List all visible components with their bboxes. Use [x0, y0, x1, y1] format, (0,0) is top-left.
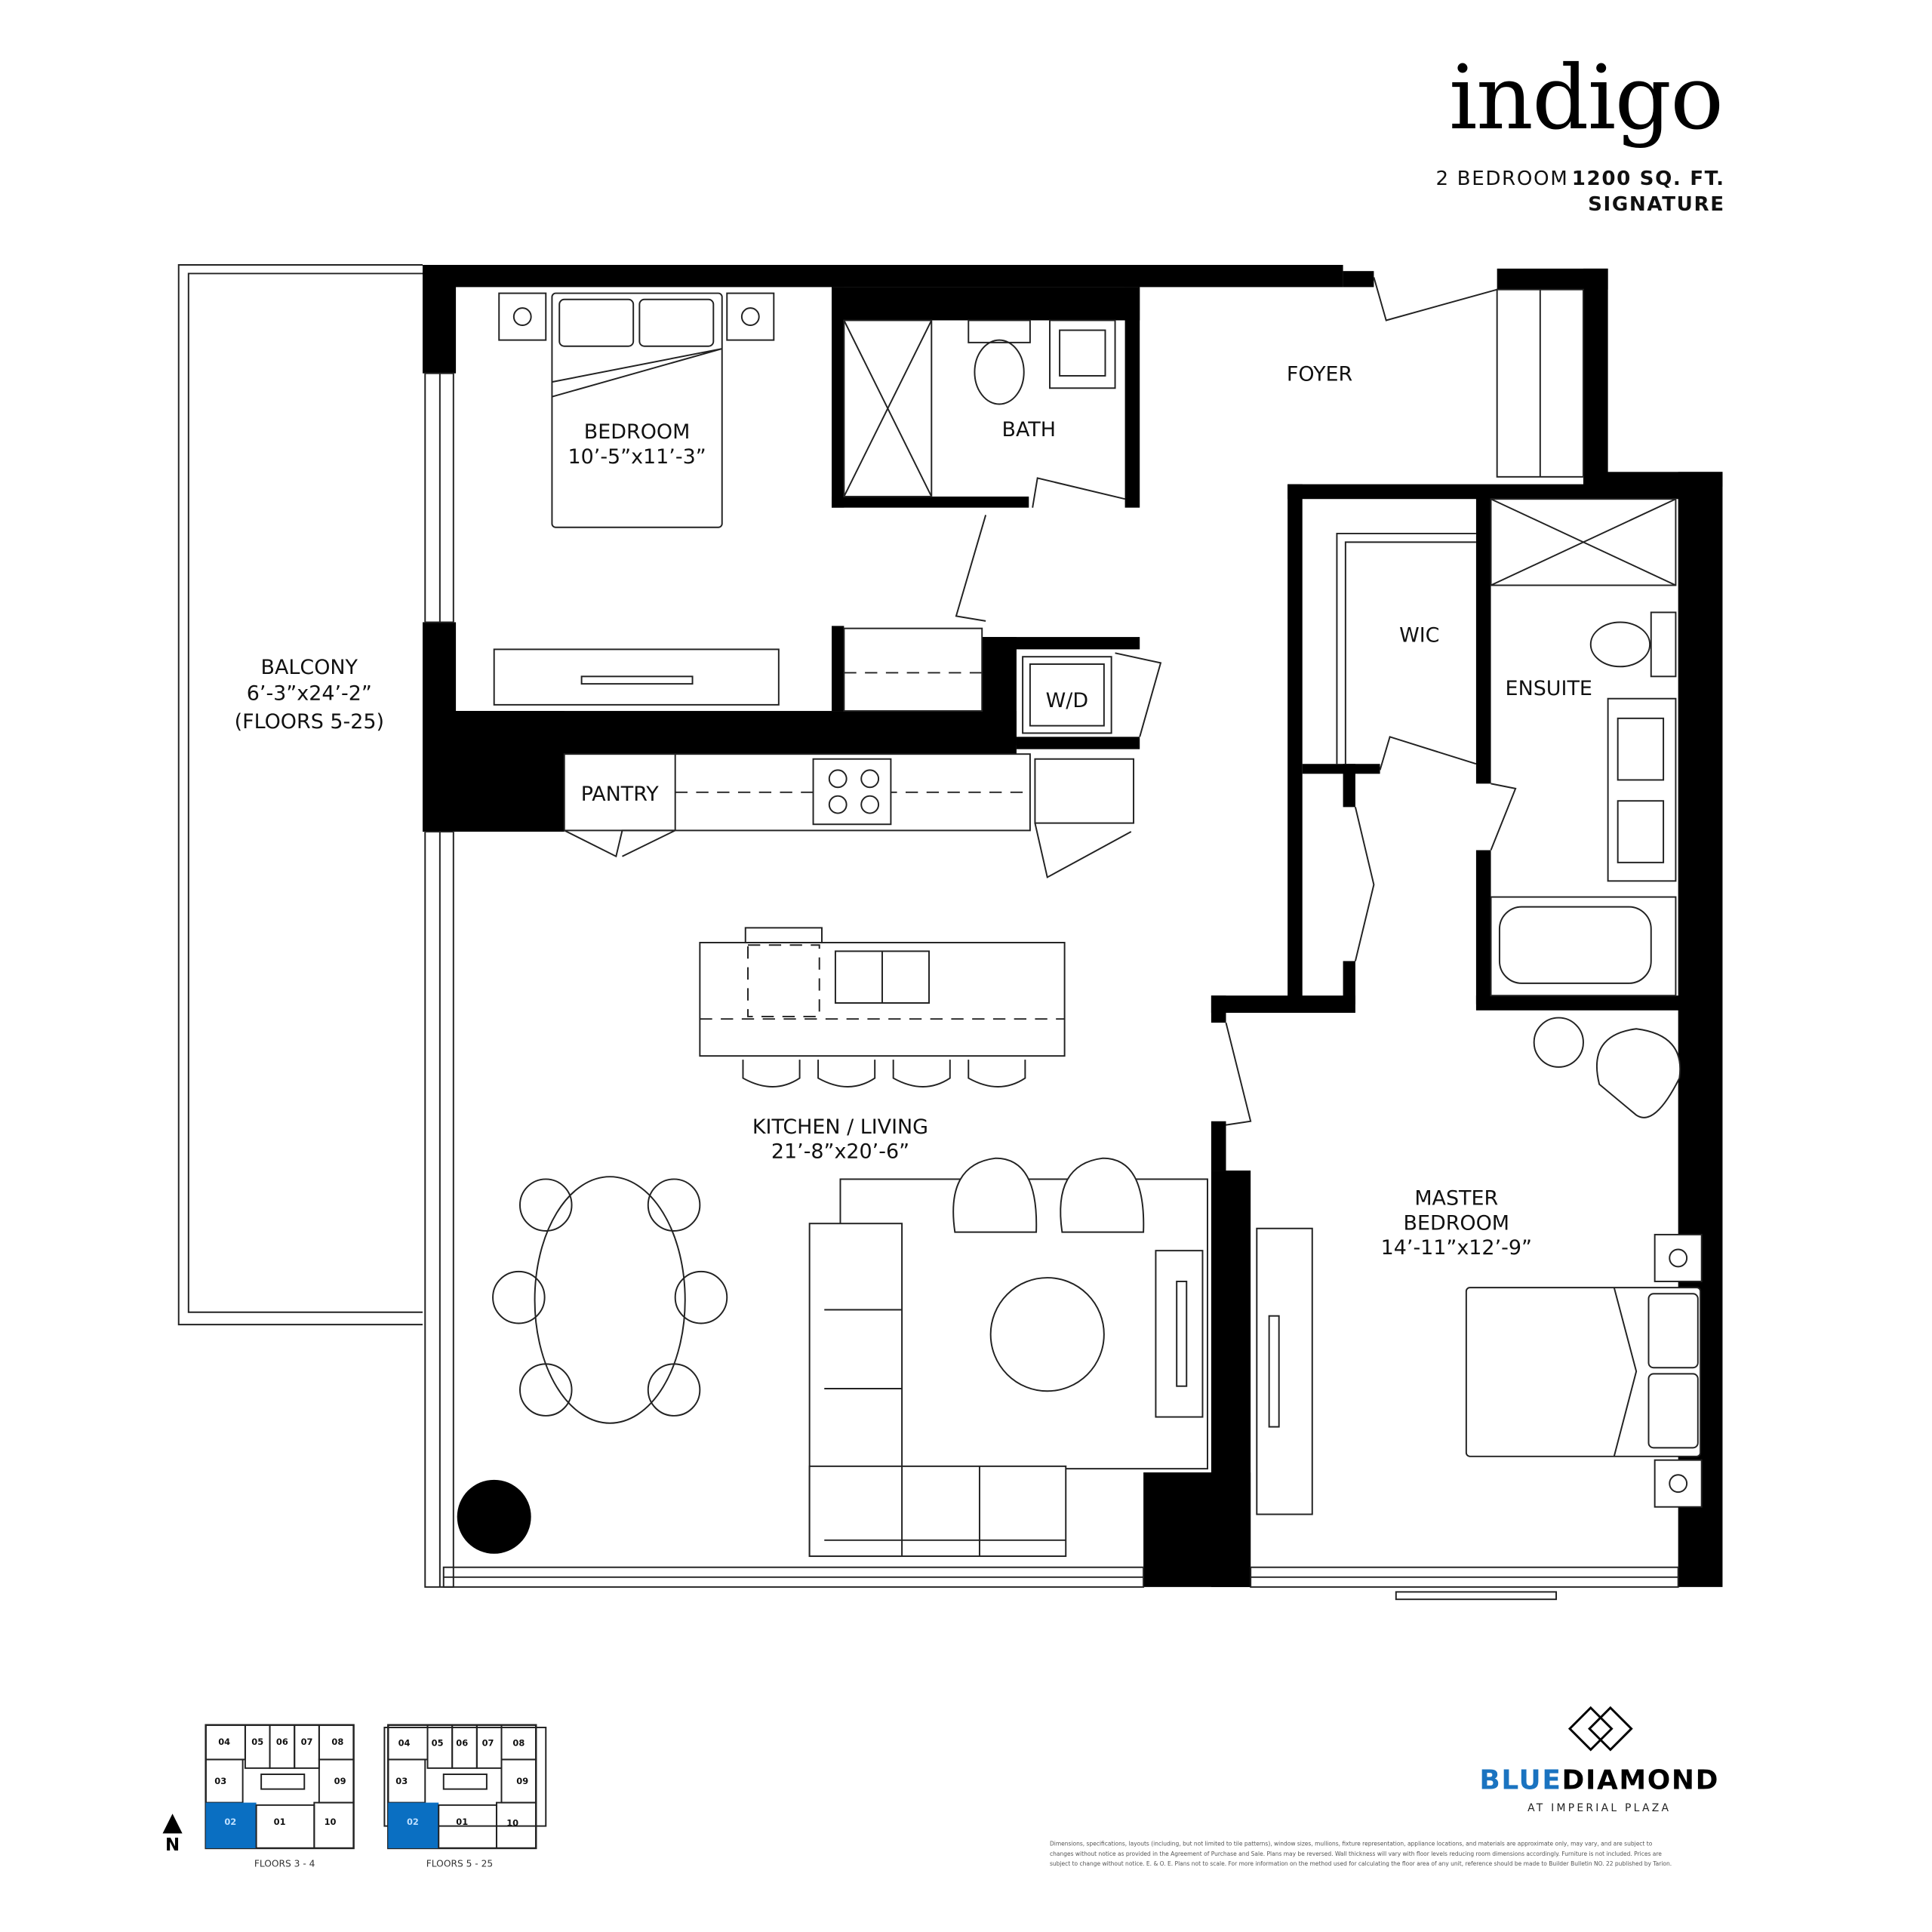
svg-text:06: 06	[456, 1737, 468, 1748]
svg-text:03: 03	[214, 1776, 226, 1786]
svg-text:Dimensions, specifications, la: Dimensions, specifications, layouts (inc…	[1050, 1841, 1653, 1847]
bedroom-label: BEDROOM	[584, 420, 691, 444]
key-plan-floors-3-4: 04 05 06 07 08 03 09 02 01 10 FLOORS 3 -…	[205, 1724, 355, 1869]
walls	[423, 265, 1723, 1587]
svg-text:01: 01	[456, 1817, 468, 1827]
diamond-logo-icon	[1567, 1706, 1633, 1752]
svg-text:04: 04	[398, 1737, 411, 1748]
bedroom: BEDROOM 10’-5”x11’-3”	[493, 292, 987, 712]
ensuite: ENSUITE	[1490, 498, 1677, 997]
north-arrow-icon	[162, 1814, 183, 1834]
foyer-label: FOYER	[1287, 362, 1352, 386]
kitchen-living: PANTRY KITCHEN / LIVING 21’-8”x20’-6”	[457, 753, 1252, 1558]
svg-text:04: 04	[218, 1737, 230, 1747]
planter	[457, 1479, 531, 1554]
key-plan-floors-5-25: 04 05 06 07 08 03 09 02 01 10 FLOORS 5 -…	[383, 1724, 547, 1869]
kitchen-living-size: 21’-8”x20’-6”	[771, 1140, 909, 1164]
dining-table	[492, 1176, 728, 1424]
unit-02-highlight	[205, 1802, 257, 1848]
svg-text:10: 10	[506, 1818, 518, 1829]
svg-text:10: 10	[325, 1817, 337, 1827]
unit-collection: SIGNATURE	[1588, 193, 1725, 216]
walk-in-closet: WIC	[1336, 532, 1477, 961]
balcony-note: (FLOORS 5-25)	[235, 710, 384, 734]
key-plan-label: FLOORS 5 - 25	[426, 1858, 493, 1869]
svg-text:08: 08	[512, 1737, 525, 1748]
svg-text:subject to change without noti: subject to change without notice. E. & O…	[1050, 1860, 1672, 1867]
svg-text:01: 01	[274, 1817, 286, 1827]
svg-text:09: 09	[516, 1776, 528, 1786]
brand-logo: BLUEDIAMOND AT IMPERIAL PLAZA	[1479, 1706, 1719, 1814]
disclaimer: Dimensions, specifications, layouts (inc…	[1050, 1841, 1672, 1867]
header: indigo 2 BEDROOM 1200 SQ. FT. SIGNATURE	[1435, 46, 1724, 216]
kitchen-living-label: KITCHEN / LIVING	[752, 1115, 928, 1139]
pantry-label: PANTRY	[581, 783, 659, 806]
svg-text:09: 09	[334, 1776, 346, 1786]
bedroom-count: 2 BEDROOM	[1435, 168, 1568, 190]
brand-tagline: AT IMPERIAL PLAZA	[1527, 1802, 1671, 1814]
unit-name: indigo	[1449, 46, 1722, 149]
balcony-label: BALCONY	[261, 656, 358, 679]
master-label-2: BEDROOM	[1404, 1211, 1510, 1235]
svg-text:03: 03	[395, 1776, 408, 1786]
bath-label: BATH	[1002, 418, 1056, 441]
svg-text:07: 07	[301, 1737, 313, 1747]
bar-stools	[742, 1060, 1026, 1088]
svg-text:08: 08	[331, 1737, 343, 1747]
ensuite-label: ENSUITE	[1506, 677, 1592, 700]
master-bedroom: MASTER BEDROOM 14’-11”x12’-9”	[1256, 1017, 1703, 1515]
wic-label: WIC	[1399, 624, 1439, 648]
svg-text:changes without notice as prov: changes without notice as provided in th…	[1050, 1850, 1662, 1857]
bedroom-size: 10’-5”x11’-3”	[568, 445, 706, 469]
unit-02-label: 02	[224, 1817, 236, 1827]
balcony-size: 6’-3”x24’-2”	[247, 681, 372, 705]
laundry: W/D	[1022, 652, 1162, 737]
north-arrow: N	[162, 1814, 183, 1855]
wd-label: W/D	[1046, 689, 1088, 712]
unit-area: 1200 SQ. FT.	[1572, 168, 1725, 190]
brand-name: BLUEDIAMOND	[1479, 1765, 1719, 1796]
key-plan-label: FLOORS 3 - 4	[254, 1858, 315, 1869]
unit-02-label: 02	[407, 1817, 419, 1827]
windows	[424, 288, 1679, 1601]
foyer: FOYER	[1287, 277, 1497, 386]
north-label: N	[165, 1835, 180, 1855]
svg-text:06: 06	[276, 1737, 288, 1747]
master-label: MASTER	[1414, 1187, 1498, 1211]
svg-text:05: 05	[251, 1737, 263, 1747]
master-size: 14’-11”x12’-9”	[1381, 1236, 1532, 1260]
bath: BATH	[843, 319, 1125, 508]
svg-text:05: 05	[432, 1737, 444, 1748]
svg-text:07: 07	[482, 1737, 494, 1748]
sofa	[808, 1223, 1067, 1558]
balcony: BALCONY 6’-3”x24’-2” (FLOORS 5-25)	[177, 264, 423, 1326]
unit-02-highlight	[388, 1802, 439, 1848]
